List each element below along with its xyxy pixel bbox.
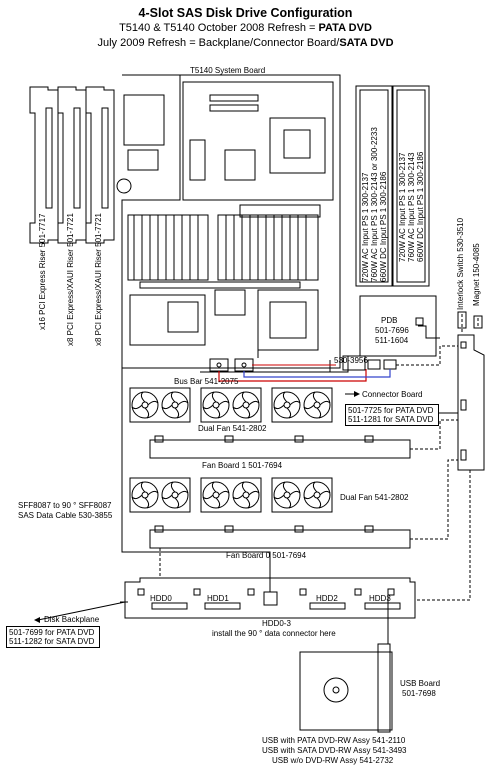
dual-fan-label-1: Dual Fan 541-2802	[198, 424, 267, 433]
interlock-label: Interlock Switch 530-3510	[456, 217, 465, 310]
ps0-line3: 660W DC Input PS 1 300-2186	[379, 171, 388, 282]
fan-icon	[202, 481, 230, 509]
pdb-part2: 511-1604	[375, 336, 409, 345]
disk-backplane-part-box: 501-7699 for PATA DVD 511-1282 for SATA …	[6, 626, 100, 648]
fan-icon	[273, 391, 301, 419]
connector-board-pata: 501-7725 for PATA DVD	[348, 406, 434, 415]
usb-board-label: USB Board	[400, 679, 441, 688]
riser-x16	[29, 86, 59, 244]
system-board-label: T5140 System Board	[190, 66, 266, 75]
riser-label-x8-b: x8 PCI Express/XAUI Riser 501-7721	[94, 213, 103, 346]
disk-backplane-outline	[124, 577, 416, 619]
fan-icon	[161, 481, 189, 509]
system-board-outline	[121, 74, 341, 369]
pdb-outline	[359, 295, 437, 357]
fan-icon	[303, 391, 331, 419]
sas-cable-line2: SAS Data Cable 530-3855	[18, 511, 113, 520]
hdd1-label: HDD1	[207, 594, 229, 603]
riser-x8-b	[85, 86, 115, 244]
usb-board-part: 501-7698	[402, 689, 436, 698]
ps1-line1: 720W AC Input PS 1 300-2137	[398, 152, 407, 262]
riser-label-x8-a: x8 PCI Express/XAUI Riser 501-7721	[66, 213, 75, 346]
subtitle-sata-bold: SATA DVD	[339, 37, 394, 49]
power-supply-0	[355, 85, 393, 287]
subtitle-pata: T5140 & T5140 October 2008 Refresh = PAT…	[0, 22, 491, 34]
subtitle-sata: July 2009 Refresh = Backplane/Connector …	[0, 37, 491, 49]
hdd0-label: HDD0	[150, 594, 172, 603]
fan-board-1-label: Fan Board 1 501-7694	[202, 461, 283, 470]
magnet-label: Magnet 150-4085	[472, 243, 481, 306]
subtitle-pata-prefix: T5140 & T5140 October 2008 Refresh =	[119, 22, 319, 34]
subtitle-pata-bold: PATA DVD	[318, 22, 372, 34]
connector-board-sata: 511-1281 for SATA DVD	[348, 415, 434, 424]
hdd-connector-note: install the 90 ° data connector here	[212, 629, 336, 638]
sas-cable-line1: SFF8087 to 90 ° SFF8087	[18, 501, 112, 510]
fan-icon	[131, 391, 159, 419]
riser-x8-a	[57, 86, 87, 244]
connector-board-outline	[457, 334, 485, 471]
riser-label-x16: x16 PCI Express Riser 501-7717	[38, 213, 47, 331]
pdb-name: PDB	[381, 316, 398, 325]
pdb-part1: 501-7696	[375, 326, 409, 335]
disk-backplane-sata: 511-1282 for SATA DVD	[9, 637, 95, 646]
subtitle-sata-prefix: July 2009 Refresh = Backplane/Connector …	[97, 37, 340, 49]
power-supply-1	[392, 85, 430, 287]
fan-board-0-label: Fan Board 0 501-7694	[226, 551, 307, 560]
disk-backplane-pata: 501-7699 for PATA DVD	[9, 628, 95, 637]
arrow-icon	[34, 617, 40, 623]
fan-icon	[161, 391, 189, 419]
hdd3-label: HDD3	[369, 594, 391, 603]
usb-assy-sata: USB with SATA DVD-RW Assy 541-3493	[262, 746, 407, 755]
ps1-line3: 660W DC Input PS 1 300-2186	[416, 151, 425, 262]
hdd2-label: HDD2	[316, 594, 338, 603]
bus-bar-label: Bus Bar 541-2075	[174, 377, 239, 386]
dual-fan-label-2: Dual Fan 541-2802	[340, 493, 409, 502]
connector-board-part-box: 501-7725 for PATA DVD 511-1281 for SATA …	[345, 404, 439, 426]
disk-backplane-label: Disk Backplane	[44, 615, 100, 624]
ps0-line1: 720W AC Input PS 1 300-2137	[361, 172, 370, 282]
usb-board-outline	[299, 651, 393, 731]
fan-icon	[131, 481, 159, 509]
fan-icon	[232, 391, 260, 419]
fan-icon	[273, 481, 301, 509]
connector-board-label: Connector Board	[362, 390, 423, 399]
fan-icon	[232, 481, 260, 509]
fan-icon	[303, 481, 331, 509]
dimm-slots	[127, 214, 319, 281]
diagram-title: 4-Slot SAS Disk Drive Configuration	[138, 6, 353, 20]
hdd-data-connector	[263, 591, 278, 606]
usb-assy-none: USB w/o DVD-RW Assy 541-2732	[272, 756, 394, 765]
arrow-icon	[354, 391, 360, 397]
cable-530-3956-label: 530-3956	[334, 356, 368, 365]
ps1-line2: 760W AC Input PS 1 300-2143	[407, 152, 416, 262]
hdd0-3-label: HDD0-3	[262, 619, 291, 628]
ps0-line2: 760W AC Input PS 1 300-2143 or 300-2233	[370, 127, 379, 282]
fan-icon	[202, 391, 230, 419]
usb-assy-pata: USB with PATA DVD-RW Assy 541-2110	[262, 736, 406, 745]
